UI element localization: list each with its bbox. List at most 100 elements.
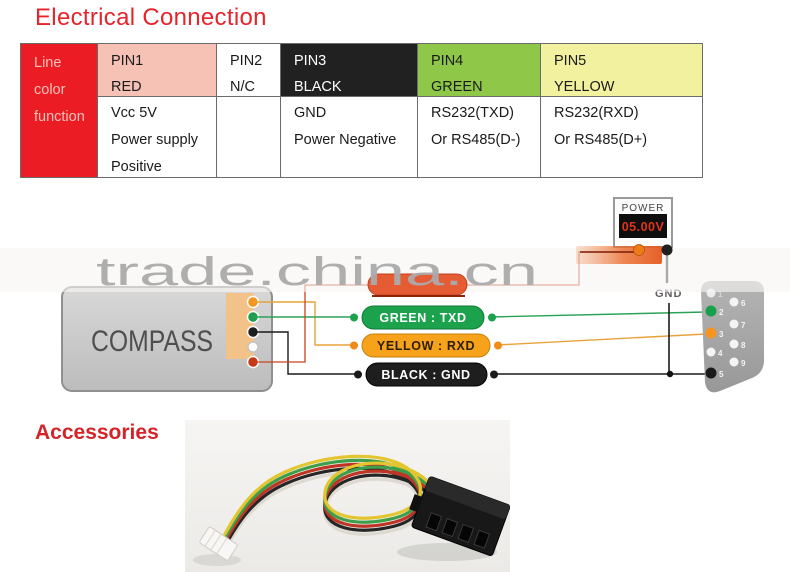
pin3-function: GND Power Negative [281, 97, 417, 177]
pin1-header: PIN1 RED [98, 44, 216, 97]
green-dot-left [350, 313, 358, 322]
pin5-fn-line: Or RS485(D+) [554, 132, 648, 148]
pin5-function: RS232(RXD) Or RS485(D+) [541, 97, 702, 177]
watermark-text: trade.china.cn [96, 250, 538, 294]
serial-connector: 1 2 3 4 5 6 7 8 9 [701, 281, 764, 393]
housing-latch [409, 494, 424, 513]
pin3-fn-line: GND [294, 105, 327, 121]
connector-pin-2-num: 2 [719, 308, 724, 317]
pin5-header: PIN5 YELLOW [541, 44, 702, 97]
housing-slot [457, 523, 475, 543]
yellow-wire-label: YELLOW : RXD [350, 333, 502, 358]
pin4-fn-line: RS232(TXD) [431, 105, 514, 121]
yellow-wire-right [496, 333, 707, 346]
housing-top-face [425, 476, 510, 519]
accessories-heading: Accessories [35, 421, 159, 444]
pin1-fn-line: Vcc 5V [111, 105, 157, 121]
pin4-color: GREEN [431, 79, 483, 95]
yellow-dot-left [350, 341, 358, 350]
pin1-fn-line: Positive [111, 159, 162, 175]
gnd-junction-dot [666, 370, 674, 378]
row-label-line: Line [34, 55, 62, 71]
connector-pin-7-num: 7 [741, 321, 746, 330]
power-meter-value: 05.00V [622, 220, 665, 234]
connector-pin-3-num: 3 [719, 330, 724, 339]
pin3-fn-line: Power Negative [294, 132, 397, 148]
red-wire-highlight [576, 246, 662, 264]
pin4-name: PIN4 [431, 53, 464, 69]
connector-pin-8 [729, 339, 739, 349]
compass-pin-nc [247, 341, 259, 353]
yellow-pill-text: YELLOW : RXD [377, 339, 475, 353]
red-wire-label [367, 273, 468, 297]
housing-slot [473, 529, 491, 549]
connector-pin-6-num: 6 [741, 299, 746, 308]
row-label-color: color [34, 82, 66, 98]
table-col-pin1: PIN1 RED Vcc 5V Power supply Positive [97, 44, 216, 177]
pin2-name: PIN2 [230, 53, 263, 69]
jst-connector [199, 526, 238, 561]
compass-label: COMPASS [91, 325, 213, 358]
pin5-fn-line: RS232(RXD) [554, 105, 639, 121]
photo-wire-white [223, 470, 439, 552]
pin2-header: PIN2 N/C [217, 44, 280, 97]
power-positive-terminal [633, 244, 645, 256]
yellow-wire-left [253, 301, 358, 346]
table-col-pin5: PIN5 YELLOW RS232(RXD) Or RS485(D+) [540, 44, 702, 177]
page-title: Electrical Connection [35, 4, 267, 31]
connector-pin-6 [729, 297, 739, 307]
housing-slot [425, 512, 443, 532]
connector-pin-9 [729, 357, 739, 367]
photo-wire-yellow [223, 454, 439, 536]
yellow-dot-right [494, 341, 502, 350]
table-col-pin3: PIN3 BLACK GND Power Negative [280, 44, 417, 177]
pin5-color: YELLOW [554, 79, 615, 95]
pin5-name: PIN5 [554, 53, 587, 69]
jst-shadow [193, 554, 241, 566]
black-wire-left [253, 331, 362, 375]
connector-pin-1-num: 1 [718, 290, 723, 299]
green-pill [361, 305, 485, 330]
black-pill [365, 362, 488, 387]
pin3-name: PIN3 [294, 53, 327, 69]
pin4-fn-line: Or RS485(D-) [431, 132, 521, 148]
connector-pin-4 [706, 347, 716, 357]
photo-wire-green [223, 458, 439, 540]
connector-pin-2 [705, 305, 717, 317]
jst-ridges [204, 529, 228, 555]
pin3-color: BLACK [294, 79, 342, 95]
photo-wire-red [223, 462, 439, 544]
pin2-color: N/C [230, 79, 255, 95]
black-dot-right [490, 370, 498, 379]
connector-pin-4-num: 4 [718, 349, 723, 358]
power-meter-label: POWER [622, 203, 665, 214]
table-col-pin2: PIN2 N/C [216, 44, 280, 177]
table-row-labels: Line color function [21, 44, 97, 177]
pin2-function [217, 97, 280, 177]
jst-body [199, 526, 238, 561]
serial-connector-body [701, 281, 764, 393]
connector-pin-9-num: 9 [741, 359, 746, 368]
row-label-function: function [34, 109, 85, 125]
green-wire-label: GREEN : TXD [350, 305, 496, 330]
connector-pin-3 [705, 327, 717, 339]
black-pill-text: BLACK : GND [381, 368, 470, 382]
housing-slot [441, 518, 459, 538]
pin4-header: PIN4 GREEN [418, 44, 540, 97]
pin4-function: RS232(TXD) Or RS485(D-) [418, 97, 540, 177]
pin1-function: Vcc 5V Power supply Positive [98, 97, 216, 177]
power-negative-terminal [661, 244, 673, 256]
green-wire-right [488, 311, 707, 318]
compass-module: COMPASS [61, 286, 273, 392]
wiring-diagram: COMPASS GND POWER 0 [0, 197, 790, 393]
connector-pin-8-num: 8 [741, 341, 746, 350]
power-meter: POWER 05.00V [613, 197, 673, 248]
housing-connector [409, 476, 510, 556]
connector-pin-7 [729, 319, 739, 329]
pin-table: Line color function PIN1 RED Vcc 5V Powe… [20, 43, 703, 178]
pin1-name: PIN1 [111, 53, 144, 69]
photo-wire-black [223, 466, 439, 548]
table-col-pin4: PIN4 GREEN RS232(TXD) Or RS485(D-) [417, 44, 540, 177]
pin1-color: RED [111, 79, 142, 95]
